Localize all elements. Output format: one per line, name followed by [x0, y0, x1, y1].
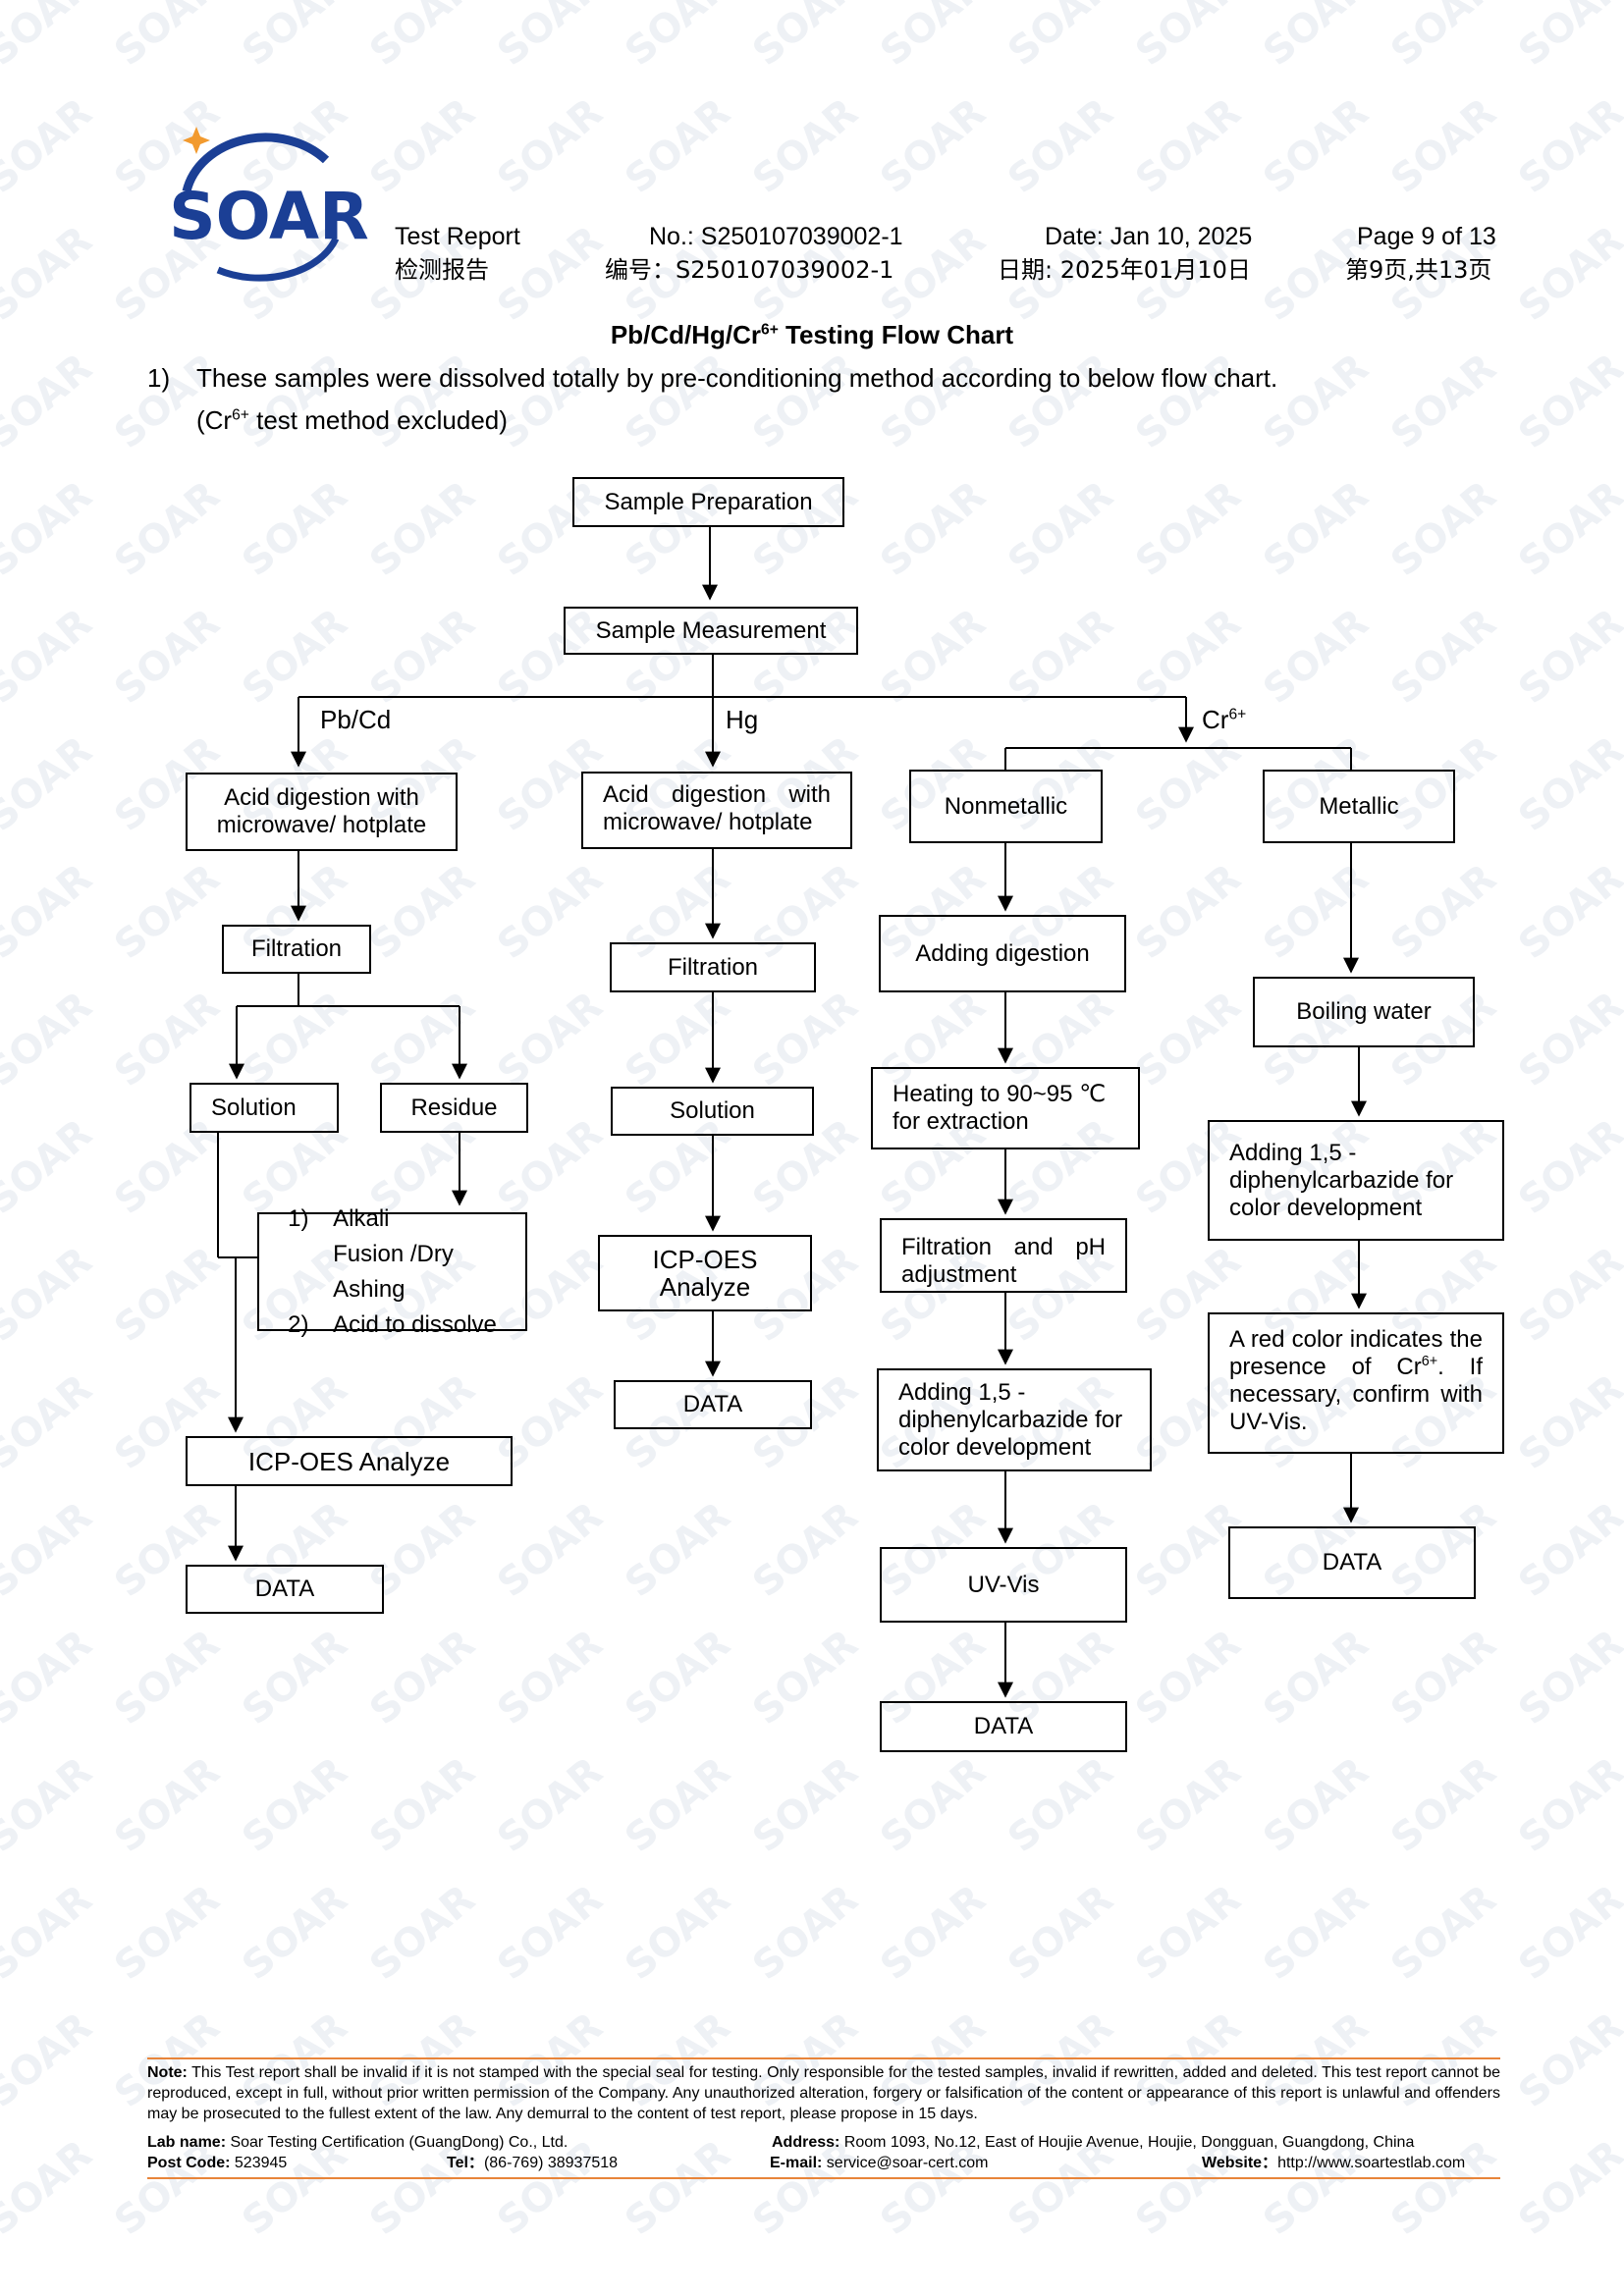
page-indicator: Page 9 of 13 第9页,共13页 — [1345, 223, 1496, 284]
sample-measurement-box: Sample Measurement — [564, 607, 858, 655]
pbcd-data-box: DATA — [186, 1565, 384, 1614]
metallic-adding-dpc-box: Adding 1,5 -diphenylcarbazide for color … — [1208, 1120, 1504, 1241]
metallic-red-color-box: A red color indicates the presence of Cr… — [1208, 1312, 1504, 1454]
soar-logo: SOAR — [169, 127, 369, 282]
report-date: Date: Jan 10, 2025 日期: 2025年01月10日 — [998, 223, 1253, 284]
hg-filtration-box: Filtration — [610, 942, 816, 992]
residue-step-1: 1)Alkali Fusion /Dry Ashing — [288, 1204, 454, 1303]
logo-wordmark: SOAR — [169, 179, 369, 254]
nonmetallic-box: Nonmetallic — [909, 770, 1103, 843]
footer-post-code: Post Code: 523945 — [147, 2155, 288, 2171]
hg-data-box: DATA — [614, 1380, 812, 1429]
pbcd-acid-digestion-box: Acid digestion with microwave/ hotplate — [186, 773, 458, 851]
pbcd-solution-box: Solution — [189, 1083, 339, 1133]
branch-label-hg: Hg — [726, 705, 759, 734]
nonmetallic-filtration-ph-box: Filtration and pH adjustment — [880, 1218, 1127, 1293]
branch-label-pbcd: Pb/Cd — [320, 705, 392, 734]
nonmetallic-uvvis-box: UV-Vis — [880, 1547, 1127, 1623]
hg-icp-oes-box: ICP-OES Analyze — [598, 1235, 812, 1311]
nonmetallic-data-box: DATA — [880, 1701, 1127, 1752]
metallic-data-box: DATA — [1228, 1526, 1476, 1599]
pbcd-residue-box: Residue — [380, 1083, 528, 1133]
hg-acid-digestion-box: Acid digestion with microwave/ hotplate — [581, 772, 852, 849]
metallic-box: Metallic — [1263, 770, 1455, 843]
residue-steps-list: 1)Alkali Fusion /Dry Ashing 2)Acid to di… — [288, 1201, 497, 1343]
footer-rule-top — [147, 2057, 1500, 2059]
nonmetallic-heating-box: Heating to 90~95 ℃ for extraction — [871, 1067, 1140, 1149]
report-label: Test Report 检测报告 — [395, 223, 520, 284]
hg-solution-box: Solution — [611, 1087, 814, 1136]
footer-email: E-mail: service@soar-cert.com — [770, 2155, 989, 2171]
pbcd-filtration-box: Filtration — [222, 925, 371, 974]
footer-website: Website：http://www.soartestlab.com — [1202, 2155, 1466, 2171]
branch-label-cr6: Cr6+ — [1202, 705, 1247, 734]
report-number: No.: S250107039002-1 编号：S250107039002-1 — [605, 223, 903, 284]
intro-number: 1) — [147, 363, 171, 393]
pbcd-residue-treatment-box: 1)Alkali Fusion /Dry Ashing 2)Acid to di… — [257, 1205, 527, 1338]
nonmetallic-adding-dpc-box: Adding 1,5 -diphenylcarbazide for color … — [877, 1368, 1152, 1471]
footer-lab-name: Lab name: Soar Testing Certification (Gu… — [147, 2134, 568, 2151]
intro-text: These samples were dissolved totally by … — [196, 363, 1278, 393]
footer-tel: Tel：(86-769) 38937518 — [447, 2155, 619, 2171]
nonmetallic-adding-digestion-box: Adding digestion — [879, 915, 1126, 992]
footer-address: Address: Room 1093, No.12, East of Houji… — [772, 2134, 1415, 2151]
pbcd-icp-oes-box: ICP-OES Analyze — [186, 1436, 513, 1486]
footer-rule-bottom — [147, 2177, 1500, 2179]
metallic-boiling-water-box: Boiling water — [1253, 977, 1475, 1047]
footer-note: Note: This Test report shall be invalid … — [147, 2064, 1500, 2122]
page-title: Pb/Cd/Hg/Cr6+ Testing Flow Chart — [610, 320, 1014, 349]
sample-preparation-box: Sample Preparation — [572, 477, 844, 527]
intro-note: (Cr6+ test method excluded) — [196, 405, 508, 435]
residue-step-2: 2)Acid to dissolve — [288, 1310, 497, 1338]
